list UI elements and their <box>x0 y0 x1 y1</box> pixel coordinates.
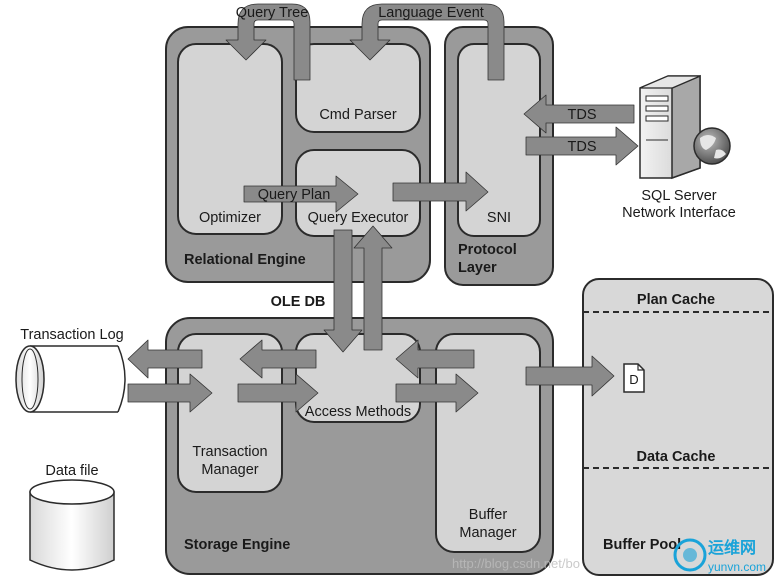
data-page-icon: D <box>623 363 645 393</box>
labels: Query Tree Language Event Cmd Parser Opt… <box>20 5 736 553</box>
tds-in-label: TDS <box>568 107 597 123</box>
executor-to-sni-arrow <box>392 171 489 212</box>
server-label-line1: SQL Server <box>641 188 716 204</box>
optimizer-box <box>177 43 283 235</box>
sni-label: SNI <box>487 210 511 226</box>
access-to-buffer-arrow <box>395 373 479 413</box>
buffer-manager-label-line2: Manager <box>459 525 516 541</box>
query-tree-arrow <box>225 3 311 81</box>
protocol-layer-title-line1: Protocol <box>458 242 517 258</box>
language-event-arrow <box>349 3 505 81</box>
watermark: http://blog.csdn.net/bo 运维网 yunvn.com <box>452 538 766 574</box>
query-executor-label: Query Executor <box>308 210 409 226</box>
watermark-url: http://blog.csdn.net/bo <box>452 556 580 571</box>
ole-db-down-arrow <box>323 229 363 353</box>
server-icon <box>639 74 701 180</box>
access-methods-label: Access Methods <box>305 404 411 420</box>
txn-to-log-arrow <box>127 339 203 379</box>
ole-db-label: OLE DB <box>271 294 326 310</box>
buffer-pool: D <box>582 278 774 576</box>
plan-cache-label: Plan Cache <box>637 292 715 308</box>
buffer-manager-label-line1: Buffer <box>469 507 508 523</box>
brand-cn: 运维网 <box>708 538 756 557</box>
tds-out-arrow <box>525 126 639 166</box>
protocol-layer-title-line2: Layer <box>458 260 497 276</box>
optimizer-label: Optimizer <box>199 210 261 226</box>
server-label-line2: Network Interface <box>622 205 736 221</box>
transaction-log-label: Transaction Log <box>20 327 123 343</box>
data-page-letter: D <box>629 372 638 387</box>
data-cache-label: Data Cache <box>637 449 716 465</box>
tds-out-label: TDS <box>568 139 597 155</box>
brand-en: yunvn.com <box>708 560 766 574</box>
access-to-txn-arrow <box>239 339 317 379</box>
transaction-manager-label-line2: Manager <box>201 462 258 478</box>
buffer-pool-title: Buffer Pool <box>603 537 681 553</box>
arrows <box>127 3 639 413</box>
data-file-label: Data file <box>45 463 98 479</box>
language-event-label: Language Event <box>378 5 484 21</box>
transaction-log-icon <box>15 345 126 413</box>
data-file-icon <box>29 479 115 571</box>
relational-engine-title: Relational Engine <box>184 252 306 268</box>
storage-engine-title: Storage Engine <box>184 537 290 553</box>
buffer-to-pool-arrow <box>525 355 615 397</box>
buffer-pool-box <box>582 278 774 576</box>
log-to-txn-arrow <box>127 373 213 413</box>
transaction-manager-box <box>177 333 283 493</box>
tds-in-arrow <box>523 94 635 134</box>
ole-db-up-arrow <box>353 225 393 351</box>
brand-logo: 运维网 yunvn.com <box>673 538 766 574</box>
query-tree-label: Query Tree <box>236 5 309 21</box>
cmd-parser-label: Cmd Parser <box>319 107 397 123</box>
transaction-manager-label-line1: Transaction <box>192 444 267 460</box>
globe-icon <box>693 127 731 165</box>
query-plan-label: Query Plan <box>258 187 331 203</box>
buffer-to-access-arrow <box>395 339 475 379</box>
txn-to-access-arrow <box>237 373 319 413</box>
query-plan-arrow <box>243 175 359 213</box>
